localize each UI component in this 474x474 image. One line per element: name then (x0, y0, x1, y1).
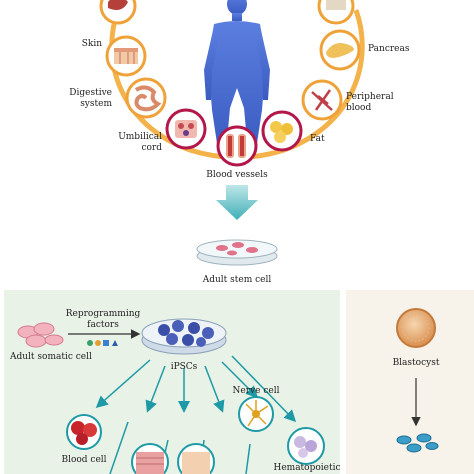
label-pancreas: Pancreas (368, 44, 410, 54)
label-blood-cell: Blood cell (61, 455, 107, 465)
ipsc-dish-icon (141, 318, 227, 355)
label-skin: Skin (81, 39, 102, 49)
label-peripheral-blood: Peripheral blood (346, 92, 394, 113)
embryonic-cells-icon (396, 433, 439, 453)
label-adult-stem-cell: Adult stem cell (202, 275, 272, 285)
human-body-icon (204, 0, 270, 152)
adult-stem-cell-dish-icon (196, 239, 278, 266)
label-blood-vessels: Blood vessels (206, 170, 268, 180)
fat-icon (261, 110, 303, 152)
nerve-cell-icon (238, 396, 274, 432)
hematopoietic-cell-icon (287, 427, 325, 465)
peripheral-blood-icon (301, 79, 343, 121)
tissue-cell-icon (177, 443, 215, 474)
label-digestive-system: Digestive system (69, 88, 112, 109)
blood-vessels-icon (216, 125, 258, 167)
factor-shapes-icon (87, 340, 118, 346)
skin-icon (105, 35, 147, 77)
label-ipscs: iPSCs (170, 362, 198, 372)
label-hematopoietic: Hematopoietic (273, 463, 341, 473)
organ-top-right-icon (317, 0, 355, 25)
adult-somatic-cell-icon (17, 322, 64, 348)
label-adult-somatic-cell: Adult somatic cell (10, 352, 92, 362)
umbilical-cord-icon (165, 108, 207, 150)
muscle-cell-icon (131, 443, 169, 474)
digestive-system-icon (125, 77, 167, 119)
label-reprogramming-factors: Reprogramming factors (65, 309, 141, 330)
down-arrow-icon (216, 185, 258, 220)
organ-top-left-icon (99, 0, 137, 25)
blastocyst-icon (396, 308, 436, 348)
label-nerve-cell: Nerve cell (232, 386, 280, 396)
pancreas-icon (319, 29, 361, 71)
label-fat: Fat (310, 134, 325, 144)
label-umbilical-cord: Umbilical cord (118, 132, 162, 153)
blood-cell-icon (66, 414, 102, 450)
label-blastocyst: Blastocyst (392, 358, 440, 368)
